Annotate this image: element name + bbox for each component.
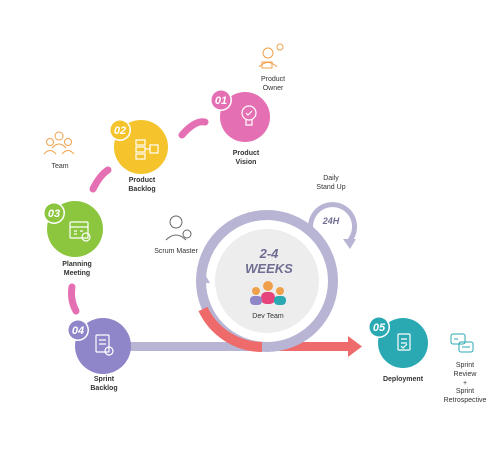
step-03 [43, 201, 103, 257]
scrum-master-label: Scrum Master [154, 248, 198, 255]
step-01 [210, 89, 270, 142]
sprint-arrow-head [348, 336, 362, 357]
document-icon [95, 334, 114, 356]
deployment-doc-icon [397, 333, 411, 351]
daily-loop-arrowhead [343, 239, 356, 249]
step-number: 04 [72, 325, 84, 337]
daily-stand-up-label: Daily Stand Up [316, 175, 346, 191]
sprint-arrow-fill [260, 342, 350, 351]
lightbulb-icon [241, 105, 257, 126]
cycle-ring-accent [198, 306, 263, 352]
stock-id-label: #816684263 [0, 336, 2, 390]
cycle-center [215, 229, 319, 333]
step-label-product-vision: Product Vision [232, 150, 260, 166]
connector-1-2 [178, 118, 209, 139]
team-icon [43, 131, 75, 155]
calendar-icon [69, 221, 91, 242]
connector-2-3 [89, 166, 112, 193]
step-02 [109, 119, 168, 174]
step-label-planning-meeting: Planning Meeting [62, 261, 92, 277]
step-label-deployment: Deployment [382, 376, 424, 383]
team-label: Team [51, 163, 69, 170]
dev-team-icon [250, 281, 286, 305]
cycle-weeks-number: 2-4 [259, 246, 280, 261]
cycle-weeks-word: WEEKS [245, 261, 293, 276]
step-label-sprint-backlog: Sprint Backlog [90, 376, 118, 392]
daily-loop [308, 202, 358, 242]
step-number: 02 [114, 125, 126, 137]
sprint-review-icon [450, 333, 474, 353]
cycle-ring-arrowhead [196, 271, 210, 283]
step-number: 05 [373, 322, 386, 334]
sprint-review-label: Sprint Review + Sprint Retrospective [443, 362, 487, 404]
connector-3-4 [68, 283, 80, 315]
step-number: 03 [48, 208, 60, 220]
product-owner-icon [258, 43, 284, 69]
backlog-icon [135, 139, 159, 160]
scrum-master-icon [165, 215, 192, 241]
step-05 [368, 316, 428, 368]
step-label-product-backlog: Product Backlog [128, 177, 156, 193]
product-owner-label: Product Owner [260, 76, 286, 92]
daily-hours-label: 24H [322, 216, 340, 226]
step-number: 01 [215, 95, 227, 107]
step-04 [67, 318, 131, 374]
sprint-arrow-track [120, 342, 350, 351]
dev-team-label: Dev Team [252, 313, 284, 320]
